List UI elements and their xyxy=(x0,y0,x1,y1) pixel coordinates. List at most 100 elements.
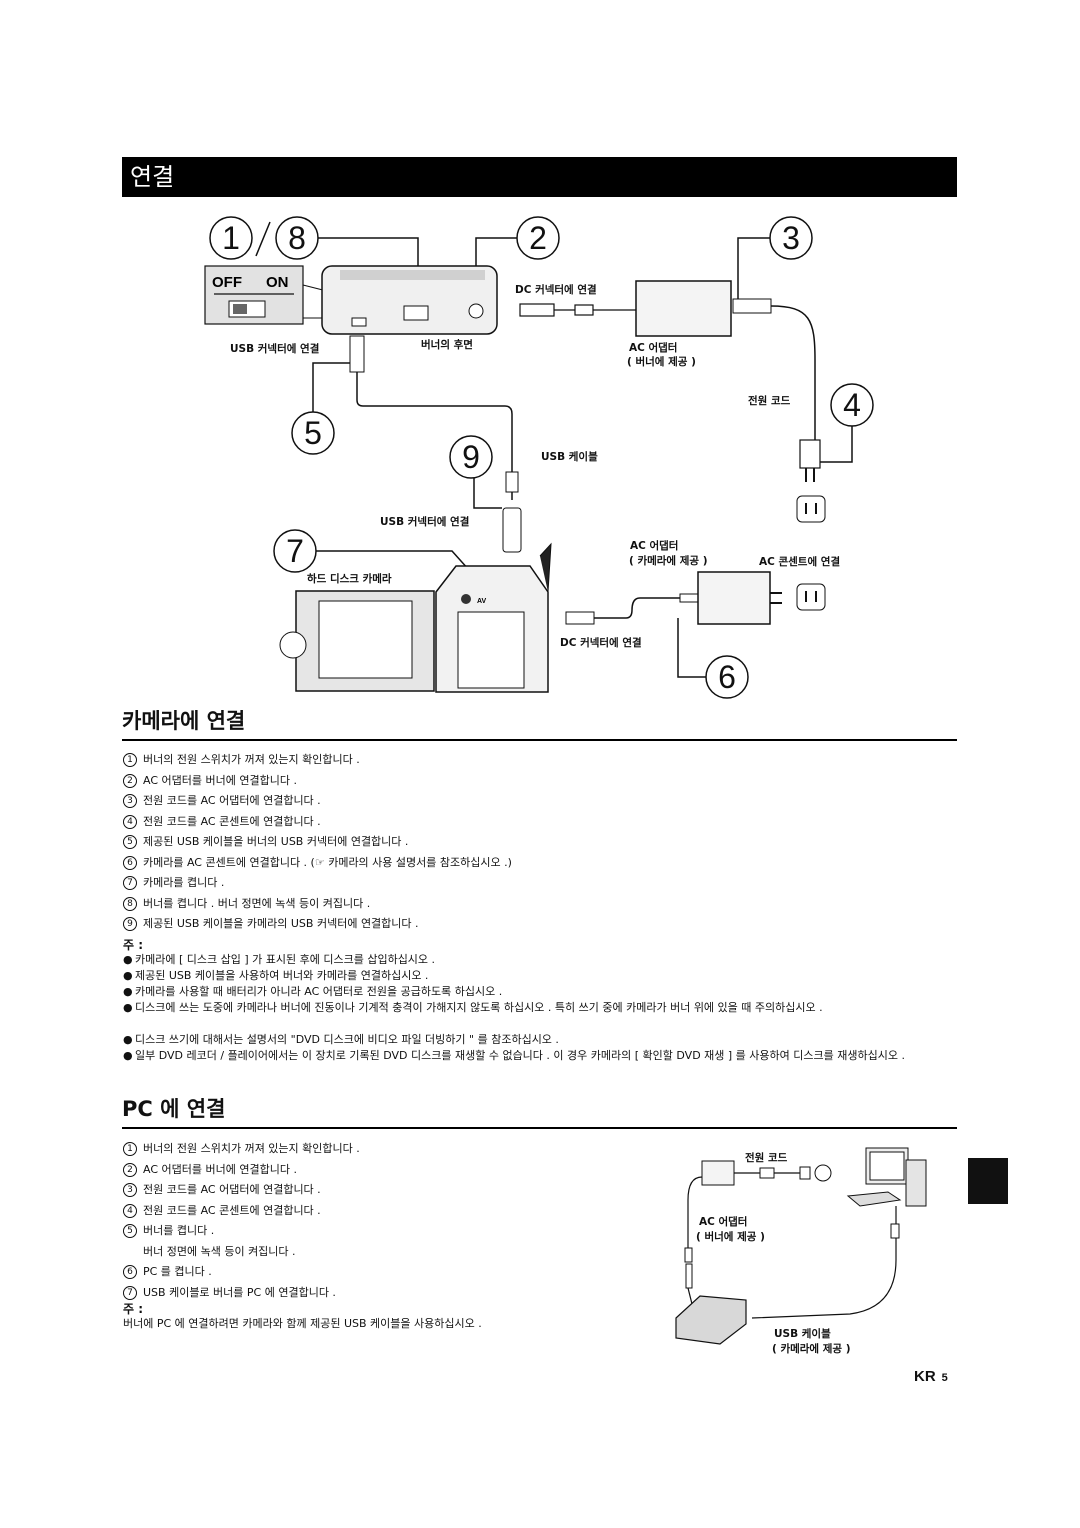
step-text: 버너를 켭니다 . 버너 정면에 녹색 등이 켜집니다 . xyxy=(143,896,371,910)
step-text: 제공된 USB 케이블을 버너의 USB 커넥터에 연결합니다 . xyxy=(143,835,409,848)
step-item: 6 PC 를 켭니다 . xyxy=(123,1264,212,1279)
footer-lang: KR xyxy=(914,1368,936,1385)
step-item: 6 카메라를 AC 콘센트에 연결합니다 . (☞ 카메라의 사용 설명서를 참조… xyxy=(123,855,512,870)
bullet-icon: ● xyxy=(123,1001,133,1014)
callout-6: 6 xyxy=(718,659,736,695)
step-item: 2 AC 어댑터를 버너에 연결합니다 . xyxy=(123,1162,297,1177)
ac-adapter-camera xyxy=(697,571,771,625)
connection-diagram: 1 8 2 3 4 5 9 7 6 OFF ON xyxy=(204,216,874,699)
step-text: AC 어댑터를 버너에 연결합니다 . xyxy=(143,1162,297,1176)
pc-label-power-cord: 전원 코드 xyxy=(745,1151,788,1164)
step-item: 2 AC 어댑터를 버너에 연결합니다 . xyxy=(123,773,297,788)
pc-section-heading: PC 에 연결 xyxy=(122,1093,957,1129)
switch-off-label: OFF xyxy=(212,274,242,291)
step-number: 4 xyxy=(123,814,137,829)
pc-label-usb-cable-sub: ( 카메라에 제공 ) xyxy=(772,1342,851,1355)
step-number: 6 xyxy=(123,1265,137,1279)
step-number: 1 xyxy=(123,753,137,767)
step-text: 버너 정면에 녹색 등이 켜집니다 . xyxy=(143,1244,296,1258)
step-text: PC 를 켭니다 . xyxy=(143,1265,212,1278)
pc-note-text: 버너에 PC 에 연결하려면 카메라와 함께 제공된 USB 케이블을 사용하십… xyxy=(123,1317,482,1330)
camera-section-heading: 카메라에 연결 xyxy=(122,705,957,741)
step-item: 5 버너를 켭니다 . xyxy=(123,1223,214,1238)
callout-5: 5 xyxy=(304,415,322,451)
section-title-bar: 연결 xyxy=(122,157,957,197)
camera-note-label: 주 : xyxy=(123,938,144,952)
label-ac-adapter-burner: AC 어댑터 xyxy=(629,341,677,354)
step-number: 8 xyxy=(123,896,137,911)
callout-2: 2 xyxy=(529,220,547,256)
switch-on-label: ON xyxy=(266,274,289,291)
step-text: 버너의 전원 스위치가 꺼져 있는지 확인합니다 . xyxy=(143,753,360,766)
label-usb-connector-burner: USB 커넥터에 연결 xyxy=(230,342,319,355)
hdd-camera-illustration xyxy=(279,542,552,693)
step-item: 4 전원 코드를 AC 콘센트에 연결합니다 . xyxy=(123,814,321,829)
step-text: 버너의 전원 스위치가 꺼져 있는지 확인합니다 . xyxy=(143,1142,360,1155)
step-text: AC 어댑터를 버너에 연결합니다 . xyxy=(143,773,297,787)
step-item: 3 전원 코드를 AC 어댑터에 연결합니다 . xyxy=(123,1182,321,1197)
page-title: 연결 xyxy=(130,163,175,191)
note-item: ●카메라에 [ 디스크 삽입 ] 가 표시된 후에 디스크를 삽입하십시오 . xyxy=(123,952,961,968)
pc-label-usb-cable: USB 케이블 xyxy=(774,1327,831,1340)
label-ac-adapter-camera-sub: ( 카메라에 제공 ) xyxy=(629,554,708,567)
bullet-icon: ● xyxy=(123,969,133,982)
step-number: 6 xyxy=(123,855,137,870)
step-item: 7 USB 케이블로 버너를 PC 에 연결합니다 . xyxy=(123,1285,336,1300)
note-item: ●일부 DVD 레코더 / 플레이어에서는 이 장치로 기록된 DVD 디스크를… xyxy=(123,1048,961,1064)
footer-page-number: 5 xyxy=(941,1372,948,1384)
callout-8: 8 xyxy=(288,220,306,256)
step-text: 제공된 USB 케이블을 카메라의 USB 커넥터에 연결합니다 . xyxy=(143,917,419,930)
step-text: 전원 코드를 AC 어댑터에 연결합니다 . xyxy=(143,794,321,807)
step-text: 카메라를 AC 콘센트에 연결합니다 . (☞ 카메라의 사용 설명서를 참조하… xyxy=(143,855,512,869)
ac-adapter-burner xyxy=(635,280,732,337)
label-ac-adapter-burner-sub: ( 버너에 제공 ) xyxy=(627,355,696,368)
bullet-icon: ● xyxy=(123,953,133,966)
step-number: 7 xyxy=(123,876,137,890)
bullet-icon: ● xyxy=(123,985,133,998)
note-item: ●디스크 쓰기에 대해서는 설명서의 "DVD 디스크에 비디오 파일 더빙하기… xyxy=(123,1032,961,1048)
step-text: 전원 코드를 AC 콘센트에 연결합니다 . xyxy=(143,814,321,828)
label-ac-adapter-camera: AC 어댑터 xyxy=(630,539,678,552)
note-text: 일부 DVD 레코더 / 플레이어에서는 이 장치로 기록된 DVD 디스크를 … xyxy=(135,1049,905,1062)
note-text: 디스크에 쓰는 도중에 카메라나 버너에 진동이나 기계적 충격이 가해지지 않… xyxy=(135,1001,823,1014)
label-usb-cable: USB 케이블 xyxy=(541,450,598,463)
pc-label-ac-adapter-sub: ( 버너에 제공 ) xyxy=(696,1230,765,1243)
step-number: 5 xyxy=(123,1224,137,1238)
bullet-icon: ● xyxy=(123,1049,133,1062)
pc-connection-diagram: 전원 코드 AC 어댑터 ( 버너에 제공 ) USB 케이블 ( 카메라에 제… xyxy=(675,1147,927,1355)
step-number: 5 xyxy=(123,835,137,849)
step-number: 2 xyxy=(123,1162,137,1177)
step-item: 9 제공된 USB 케이블을 카메라의 USB 커넥터에 연결합니다 . xyxy=(123,916,419,931)
step-item: 4 전원 코드를 AC 콘센트에 연결합니다 . xyxy=(123,1203,321,1218)
callout-9: 9 xyxy=(462,439,480,475)
step-number: 7 xyxy=(123,1285,137,1300)
step-text: 전원 코드를 AC 콘센트에 연결합니다 . xyxy=(143,1203,321,1217)
step-number: 4 xyxy=(123,1203,137,1218)
side-tab-marker xyxy=(968,1158,1008,1204)
note-text: 제공된 USB 케이블을 사용하여 버너와 카메라를 연결하십시오 . xyxy=(135,969,429,982)
step-text: 전원 코드를 AC 어댑터에 연결합니다 . xyxy=(143,1183,321,1196)
step-number: 2 xyxy=(123,773,137,788)
label-burner-rear: 버너의 후면 xyxy=(421,338,473,351)
note-item: ●디스크에 쓰는 도중에 카메라나 버너에 진동이나 기계적 충격이 가해지지 … xyxy=(123,1000,961,1016)
step-item: 1 버너의 전원 스위치가 꺼져 있는지 확인합니다 . xyxy=(123,752,360,767)
label-ac-outlet: AC 콘센트에 연결 xyxy=(759,555,840,568)
step-number: 1 xyxy=(123,1142,137,1156)
label-usb-connector-camera: USB 커넥터에 연결 xyxy=(380,515,469,528)
label-hdd-camera: 하드 디스크 카메라 xyxy=(307,572,392,585)
step-item: 버너 정면에 녹색 등이 켜집니다 . xyxy=(123,1244,296,1259)
step-item: 5 제공된 USB 케이블을 버너의 USB 커넥터에 연결합니다 . xyxy=(123,834,408,849)
note-item: ●제공된 USB 케이블을 사용하여 버너와 카메라를 연결하십시오 . xyxy=(123,968,961,984)
step-item: 8 버너를 켭니다 . 버너 정면에 녹색 등이 켜집니다 . xyxy=(123,896,370,911)
step-number: 9 xyxy=(123,917,137,931)
label-dc-connector-burner: DC 커넥터에 연결 xyxy=(515,283,597,296)
step-text: USB 케이블로 버너를 PC 에 연결합니다 . xyxy=(143,1285,336,1299)
step-text: 버너를 켭니다 . xyxy=(143,1224,215,1237)
note-item: ●카메라를 사용할 때 배터리가 아니라 AC 어댑터로 전원을 공급하도록 하… xyxy=(123,984,961,1000)
callout-3: 3 xyxy=(782,220,800,256)
label-dc-connector-camera: DC 커넥터에 연결 xyxy=(560,636,642,649)
av-port-label: AV xyxy=(477,598,487,605)
step-number: 3 xyxy=(123,1183,137,1197)
